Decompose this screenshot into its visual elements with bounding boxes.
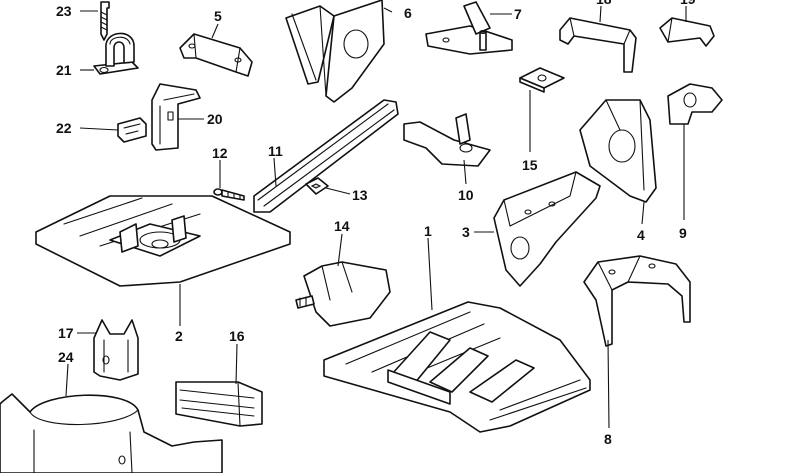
callout-labels: 23 21 22 20 5 6 7 18 19 15 9 4 3 10 11 1…	[56, 0, 696, 447]
callout-21: 21	[56, 62, 72, 78]
part-3-bracket	[493, 171, 601, 287]
callout-16: 16	[229, 328, 245, 344]
callout-6: 6	[404, 5, 412, 21]
part-17-u-clip	[93, 319, 139, 381]
part-15-clip	[519, 67, 565, 93]
part-21-clamp	[93, 32, 139, 75]
callout-18: 18	[596, 0, 612, 7]
callout-5: 5	[214, 8, 222, 24]
callout-14: 14	[334, 218, 350, 234]
part-7-pin-bracket	[425, 1, 513, 55]
callout-4: 4	[637, 227, 645, 243]
part-13-clip-nut	[305, 177, 329, 195]
callout-20: 20	[207, 111, 223, 127]
callout-12: 12	[212, 145, 228, 161]
part-2-floor-pan	[35, 195, 291, 287]
part-19-bracket	[659, 17, 715, 47]
callout-2: 2	[175, 328, 183, 344]
part-8-bent-bracket	[583, 255, 691, 347]
part-5-bracket	[179, 33, 253, 77]
part-9-bracket	[667, 83, 723, 125]
callout-23: 23	[56, 3, 72, 19]
callout-15: 15	[522, 157, 538, 173]
part-11-strut	[253, 99, 399, 213]
callout-7: 7	[514, 6, 522, 22]
part-20-angle-bracket	[151, 83, 201, 151]
part-4-large-bracket	[579, 99, 657, 203]
callout-1: 1	[424, 223, 432, 239]
callout-17: 17	[58, 325, 74, 341]
part-16-twin-clamp	[175, 381, 263, 427]
part-14-bracket	[295, 261, 391, 327]
callout-13: 13	[352, 187, 368, 203]
part-24-shroud	[0, 393, 223, 473]
part-10-pin-bracket	[403, 113, 491, 167]
callout-10: 10	[458, 187, 474, 203]
leader-lines	[65, 5, 687, 429]
part-18-bracket	[559, 17, 637, 73]
part-1-main-floor-pan	[323, 301, 591, 433]
callout-24: 24	[58, 349, 74, 365]
part-12-screw	[213, 188, 245, 201]
callout-3: 3	[462, 224, 470, 240]
part-6-gusset-bracket	[285, 0, 385, 103]
part-23-screw	[100, 1, 110, 41]
callout-19: 19	[680, 0, 696, 7]
callout-8: 8	[604, 431, 612, 447]
callout-9: 9	[679, 225, 687, 241]
part-22-clip	[117, 117, 147, 143]
callout-11: 11	[268, 143, 283, 159]
callout-22: 22	[56, 120, 72, 136]
